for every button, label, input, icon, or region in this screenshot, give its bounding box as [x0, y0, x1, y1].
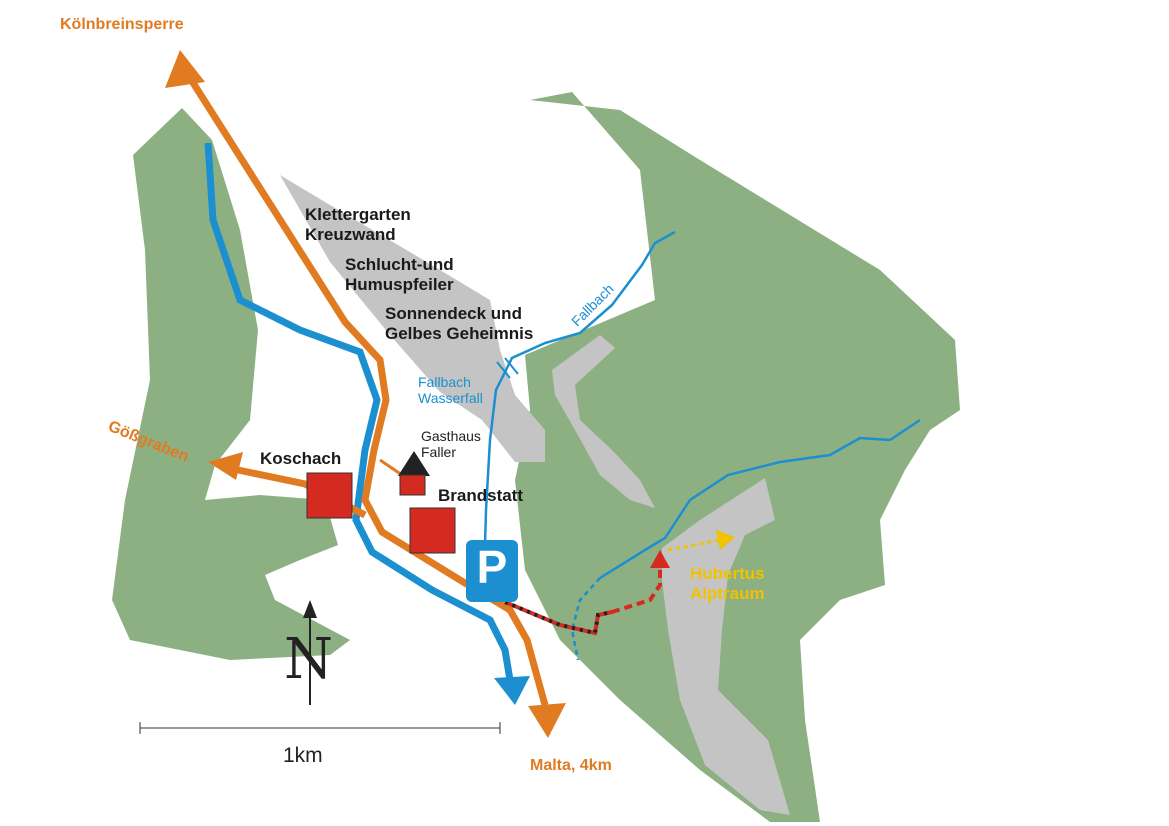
- north-label: N: [284, 627, 333, 692]
- trail-upper: [611, 565, 662, 614]
- text: Humuspfeiler: [345, 274, 454, 294]
- stream-east-dotted: [570, 577, 601, 661]
- trail-arrow-icon: [650, 550, 670, 568]
- forest-east: [515, 92, 960, 822]
- trail-approach: [504, 600, 613, 636]
- rock-hubertus: [662, 478, 790, 815]
- road-gasthaus: [379, 458, 403, 477]
- road-main: [187, 76, 549, 706]
- label-brandstatt: Brandstatt: [438, 486, 524, 505]
- rock-kreuzwand: [280, 175, 545, 462]
- text: Schlucht-und: [345, 255, 454, 274]
- road-north-arrow-icon: [165, 50, 205, 88]
- stream-fallbach: [483, 230, 676, 546]
- text: Hubertus: [690, 564, 765, 583]
- text: Fallbach: [418, 374, 471, 390]
- climb-arrow-icon: [716, 530, 735, 550]
- north-arrow-icon: [303, 600, 317, 705]
- bridge-icon: [496, 357, 519, 379]
- river: [204, 142, 514, 681]
- stream-east: [599, 418, 921, 580]
- text: Gasthaus: [421, 428, 481, 444]
- label-malta: Malta, 4km: [530, 757, 612, 774]
- text: Klettergarten: [305, 205, 411, 224]
- scale-label: 1km: [283, 744, 323, 767]
- label-koelnbreinsperre: Kölnbreinsperre: [60, 16, 184, 33]
- text: Sonnendeck und: [385, 304, 522, 323]
- text: Kreuzwand: [305, 224, 396, 244]
- text: Faller: [421, 444, 457, 461]
- koschach-square: [306, 472, 353, 519]
- scale-bar: [139, 722, 501, 734]
- climb-path: [667, 538, 721, 552]
- label-koschach: Koschach: [260, 449, 342, 468]
- house-icon: [398, 451, 430, 496]
- parking-icon[interactable]: [466, 540, 518, 602]
- river-arrow-icon: [494, 676, 530, 705]
- road-west-arrow-icon: [208, 452, 243, 480]
- text: Wasserfall: [418, 390, 483, 407]
- text: Gelbes Geheimnis: [385, 323, 534, 343]
- text: Alptraum: [690, 583, 765, 603]
- brandstatt-square: [409, 507, 456, 554]
- rock-fallbach: [552, 335, 655, 508]
- road-south-arrow-icon: [528, 703, 566, 738]
- parking-label: P: [476, 541, 508, 593]
- forest-west: [112, 108, 350, 660]
